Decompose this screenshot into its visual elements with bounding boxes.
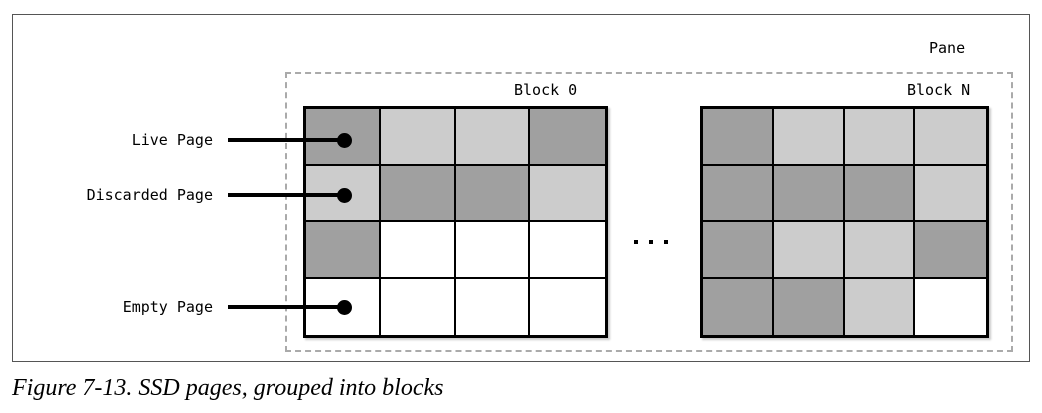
callout-empty-page-label: Empty Page bbox=[122, 298, 213, 316]
callout-discarded-page-leader-line bbox=[228, 193, 348, 197]
page-cell-empty bbox=[530, 278, 605, 335]
page-cell-empty bbox=[380, 278, 456, 335]
page-cell-live bbox=[844, 165, 916, 222]
callout-discarded-page: Discarded Page bbox=[37, 185, 352, 205]
page-cell-discard bbox=[455, 109, 531, 166]
figure-frame: Pane Block 0 Block N Live Page Discarded… bbox=[12, 14, 1030, 362]
callout-live-page: Live Page bbox=[45, 130, 352, 150]
ellipsis-icon bbox=[634, 240, 668, 244]
page-cell-discard bbox=[530, 165, 605, 222]
block-0-grid bbox=[303, 106, 608, 338]
page-cell-live bbox=[703, 222, 774, 279]
page-cell-live bbox=[773, 278, 845, 335]
callout-live-page-label: Live Page bbox=[131, 131, 213, 149]
page-cell-live bbox=[703, 109, 774, 166]
page-cell-empty bbox=[915, 278, 986, 335]
page-cell-discard bbox=[773, 109, 845, 166]
callout-empty-page-dot bbox=[337, 300, 352, 315]
page-cell-live bbox=[455, 165, 531, 222]
page-cell-discard bbox=[915, 109, 986, 166]
page-cell-live bbox=[306, 222, 381, 279]
page-cell-discard bbox=[915, 165, 986, 222]
callout-empty-page: Empty Page bbox=[45, 297, 352, 317]
page-cell-discard bbox=[773, 222, 845, 279]
callout-live-page-dot bbox=[337, 133, 352, 148]
page-cell-live bbox=[530, 109, 605, 166]
callout-live-page-leader-line bbox=[228, 138, 348, 142]
block-0-title: Block 0 bbox=[514, 81, 578, 99]
figure-caption: Figure 7-13. SSD pages, grouped into blo… bbox=[12, 375, 444, 401]
page-cell-empty bbox=[380, 222, 456, 279]
pane-dashed-region bbox=[285, 72, 1013, 352]
page-cell-discard bbox=[844, 278, 916, 335]
block-n-grid bbox=[700, 106, 989, 338]
callout-discarded-page-dot bbox=[337, 188, 352, 203]
ellipsis-dot bbox=[634, 240, 638, 244]
page-cell-discard bbox=[844, 109, 916, 166]
page-cell-discard bbox=[844, 222, 916, 279]
page-cell-empty bbox=[530, 222, 605, 279]
page-cell-live bbox=[380, 165, 456, 222]
pane-label: Pane bbox=[929, 39, 966, 57]
block-n-title: Block N bbox=[907, 81, 971, 99]
page-cell-empty bbox=[455, 278, 531, 335]
page-cell-live bbox=[773, 165, 845, 222]
ellipsis-dot bbox=[664, 240, 668, 244]
page-cell-empty bbox=[455, 222, 531, 279]
page-cell-live bbox=[703, 278, 774, 335]
page-cell-live bbox=[915, 222, 986, 279]
page-cell-discard bbox=[380, 109, 456, 166]
callout-discarded-page-label: Discarded Page bbox=[86, 186, 213, 204]
callout-empty-page-leader-line bbox=[228, 305, 348, 309]
page-cell-live bbox=[703, 165, 774, 222]
ellipsis-dot bbox=[649, 240, 653, 244]
